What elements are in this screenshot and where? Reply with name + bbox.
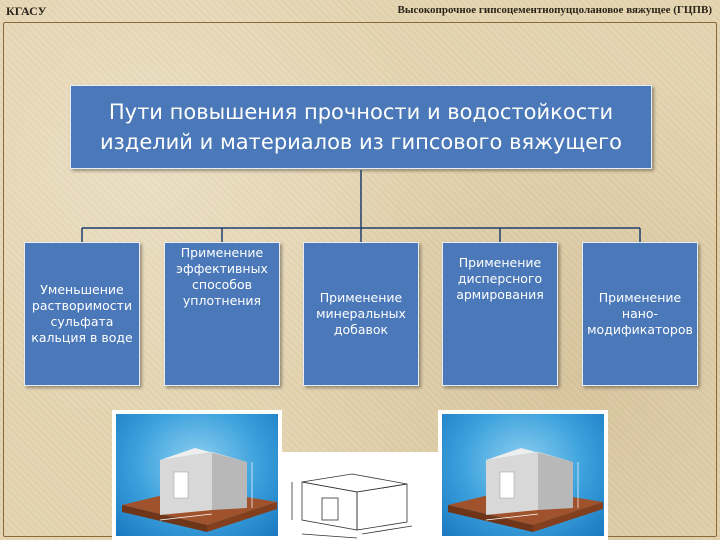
branch-label: Применение дисперсного армирования — [456, 255, 544, 302]
organization-name: КГАСУ — [6, 4, 47, 18]
branch-box-mineral-additives: Применение минеральных добавок — [303, 242, 419, 386]
slide-subject: Высокопрочное гипсоцементнопуццолановое … — [397, 4, 712, 16]
branch-label: Применение нано-модификаторов — [587, 290, 693, 337]
branch-label: Применение минеральных добавок — [316, 290, 406, 337]
branch-box-nano-modifiers: Применение нано-модификаторов — [582, 242, 698, 386]
branch-label: Применение эффективных способов уплотнен… — [176, 245, 268, 308]
technical-drawing-icon — [291, 473, 413, 539]
cube-illustration-left — [112, 410, 282, 540]
diagram-root-title: Пути повышения прочности и водостойкости… — [70, 85, 652, 169]
cube-on-board-icon — [448, 448, 603, 532]
header-bar: КГАСУ Высокопрочное гипсоцементнопуццола… — [0, 0, 720, 24]
cube-illustration-right — [438, 410, 608, 540]
cube-on-board-icon — [122, 448, 277, 532]
technical-drawing-panel — [282, 452, 442, 540]
branch-box-dispersed-reinforcement: Применение дисперсного армирования — [442, 242, 558, 386]
root-title-text: Пути повышения прочности и водостойкости… — [99, 100, 623, 154]
branch-box-solubility: Уменьшение растворимости сульфата кальци… — [24, 242, 140, 386]
branch-box-compaction: Применение эффективных способов уплотнен… — [164, 242, 280, 386]
branch-label: Уменьшение растворимости сульфата кальци… — [31, 282, 133, 345]
